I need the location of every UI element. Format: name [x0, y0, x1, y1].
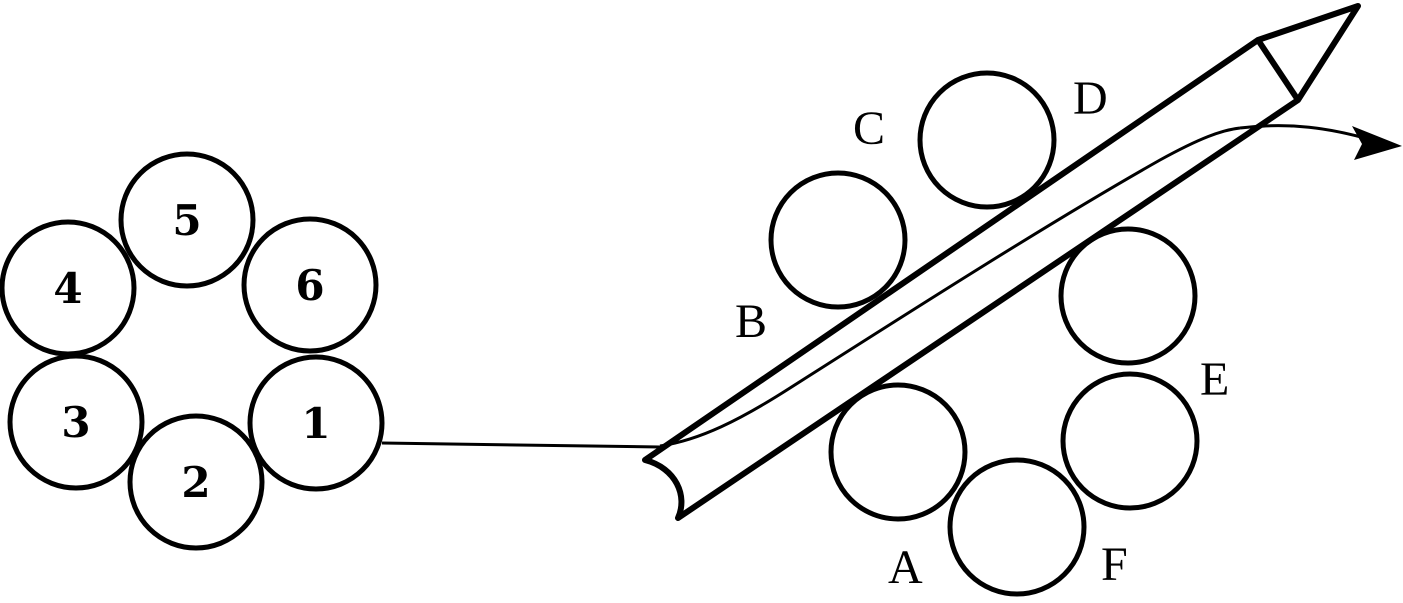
label-c: C: [853, 102, 885, 155]
circle-a: [828, 382, 968, 522]
label-a: A: [888, 541, 923, 594]
circle-5-label: 5: [172, 196, 201, 245]
circle-2-label: 2: [181, 458, 210, 507]
circle-top-d: [917, 70, 1057, 210]
circle-6: 6: [241, 216, 379, 354]
circle-4-label: 4: [53, 264, 82, 313]
arrow-head-icon: [1352, 126, 1402, 160]
circle-1-label: 1: [301, 399, 330, 448]
needle-body: [642, 3, 1361, 521]
circle-1: 1: [247, 354, 385, 492]
circle-2: 2: [127, 413, 265, 551]
circle-f: [947, 457, 1087, 597]
circle-4: 4: [0, 219, 137, 357]
circle-5: 5: [118, 151, 256, 289]
needle-collar: [1255, 38, 1301, 102]
circle-3-label: 3: [61, 398, 90, 447]
circle-c: [768, 170, 908, 310]
label-e: E: [1200, 353, 1229, 406]
circle-upper-right: [1058, 226, 1198, 366]
circle-6-label: 6: [295, 261, 324, 310]
needle: [642, 3, 1361, 521]
numbered-circle-ring: 1 2 3 4 5 6: [0, 151, 385, 551]
circle-e: [1060, 371, 1200, 511]
connecting-thread: [381, 441, 661, 449]
label-b: B: [735, 295, 767, 348]
lettered-circle-ring: [768, 70, 1200, 597]
needle-thread: [659, 126, 1241, 448]
label-d: D: [1073, 72, 1108, 125]
circle-3: 3: [7, 353, 145, 491]
label-f: F: [1101, 538, 1128, 591]
